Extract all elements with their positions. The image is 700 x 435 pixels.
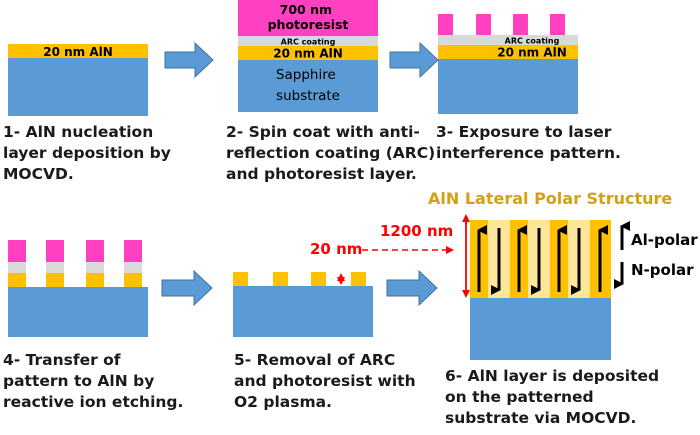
- aln-layer-label: 20 nm AlN: [497, 46, 567, 60]
- photoresist-label: 700 nm photoresist: [268, 2, 349, 32]
- aln-layer: [238, 46, 378, 60]
- aln-layer: [438, 45, 578, 59]
- step-5-stack: 20 nm: [233, 240, 454, 337]
- etched-column: [8, 240, 26, 287]
- aln-stripe: [46, 273, 64, 287]
- aln-layer-label: 20 nm AlN: [43, 45, 113, 59]
- step-2-stack: 700 nm photoresist ARC coating 20 nm AlN…: [238, 0, 378, 112]
- step-3-caption: 3- Exposure to laser interference patter…: [436, 123, 621, 162]
- aln-stripe: [124, 273, 142, 287]
- arc-stripe: [86, 262, 104, 273]
- arc-layer: [238, 36, 378, 46]
- arc-stripe: [124, 262, 142, 273]
- photoresist-stripe: [550, 14, 565, 35]
- n-polar-label: N-polar: [631, 261, 694, 279]
- aln-stripe: [86, 273, 104, 287]
- photoresist-stripe: [46, 240, 64, 262]
- flow-arrow-2-3: [389, 41, 439, 79]
- etched-column: [86, 240, 104, 287]
- arc-stripe: [8, 262, 26, 273]
- sapphire-substrate: [438, 59, 578, 114]
- aln-stripe: [311, 272, 326, 286]
- step-1-caption: 1- AlN nucleation layer deposition by MO…: [3, 123, 171, 183]
- flow-arrow-5-6: [386, 269, 438, 307]
- etched-column: [46, 240, 64, 287]
- etched-column: [124, 240, 142, 287]
- flow-arrow-4-5: [161, 269, 213, 307]
- step-1-stack: 20 nm AlN: [8, 44, 148, 116]
- aln-stripe: [351, 272, 366, 286]
- arc-label: ARC coating: [281, 38, 336, 47]
- sapphire-substrate: [233, 286, 373, 337]
- photoresist-stripe: [8, 240, 26, 262]
- substrate-label-line: substrate: [276, 88, 340, 104]
- photoresist-stripe: [124, 240, 142, 262]
- photoresist-stripe: [438, 14, 453, 35]
- structure-title: AlN Lateral Polar Structure: [428, 189, 672, 208]
- step-3-stack: ARC coating 20 nm AlN: [438, 14, 578, 114]
- aln-stripe: [233, 272, 248, 286]
- thickness-label: 1200 nm: [380, 222, 453, 240]
- aln-layer: [8, 44, 148, 58]
- arc-label: ARC coating: [505, 37, 560, 46]
- aln-layer-label: 20 nm AlN: [273, 47, 343, 61]
- step-2-caption: 2- Spin coat with anti- reflection coati…: [226, 123, 436, 183]
- photoresist-stripe: [476, 14, 491, 35]
- photoresist-label-line: photoresist: [268, 17, 349, 32]
- substrate-label: Sapphire substrate: [276, 67, 340, 104]
- arc-layer: [438, 35, 578, 45]
- flow-arrow-1-2: [164, 41, 214, 79]
- sapphire-substrate: [8, 287, 148, 337]
- aln-stripe: [273, 272, 288, 286]
- sapphire-substrate: [8, 58, 148, 116]
- step-6-structure: AlN Lateral Polar Structure 1200 nm Al-p…: [380, 189, 698, 360]
- photoresist-stripe: [86, 240, 104, 262]
- step-5-caption: 5- Removal of ARC and photoresist with O…: [234, 351, 416, 411]
- aln-stripe: [8, 273, 26, 287]
- step-4-stack: [8, 240, 148, 337]
- al-polar-label: Al-polar: [631, 231, 698, 249]
- sapphire-substrate: [238, 60, 378, 112]
- photoresist-label-line: 700 nm: [280, 2, 332, 17]
- substrate-label-line: Sapphire: [276, 67, 336, 83]
- sapphire-substrate: [470, 298, 611, 360]
- photoresist-stripe: [513, 14, 528, 35]
- step-6-caption: 6- AlN layer is deposited on the pattern…: [445, 367, 660, 427]
- arc-stripe: [46, 262, 64, 273]
- photoresist-layer: [238, 0, 378, 36]
- thickness-label: 20 nm: [310, 240, 362, 258]
- step-4-caption: 4- Transfer of pattern to AlN by reactiv…: [3, 351, 184, 411]
